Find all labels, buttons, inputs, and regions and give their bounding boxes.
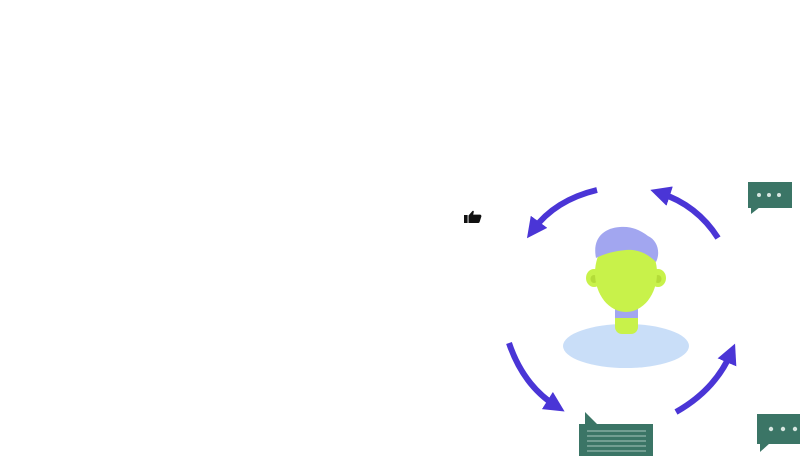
chat-bubble-icon (748, 182, 792, 214)
person-icon (563, 226, 689, 368)
person-face (595, 234, 657, 312)
cycle-arrows (506, 186, 737, 415)
person-hair (595, 226, 659, 262)
cycle-arrow-icon (526, 187, 598, 239)
person-collar (615, 309, 638, 318)
cycle-arrow-icon (650, 186, 721, 240)
cycle-arrow-icon (674, 343, 737, 415)
thumbs-up-icon (464, 210, 482, 223)
cycle-arrow-icon (506, 342, 565, 412)
person-shadow (563, 324, 689, 368)
chat-bubble-icon (757, 414, 800, 452)
note-icon (579, 412, 653, 456)
